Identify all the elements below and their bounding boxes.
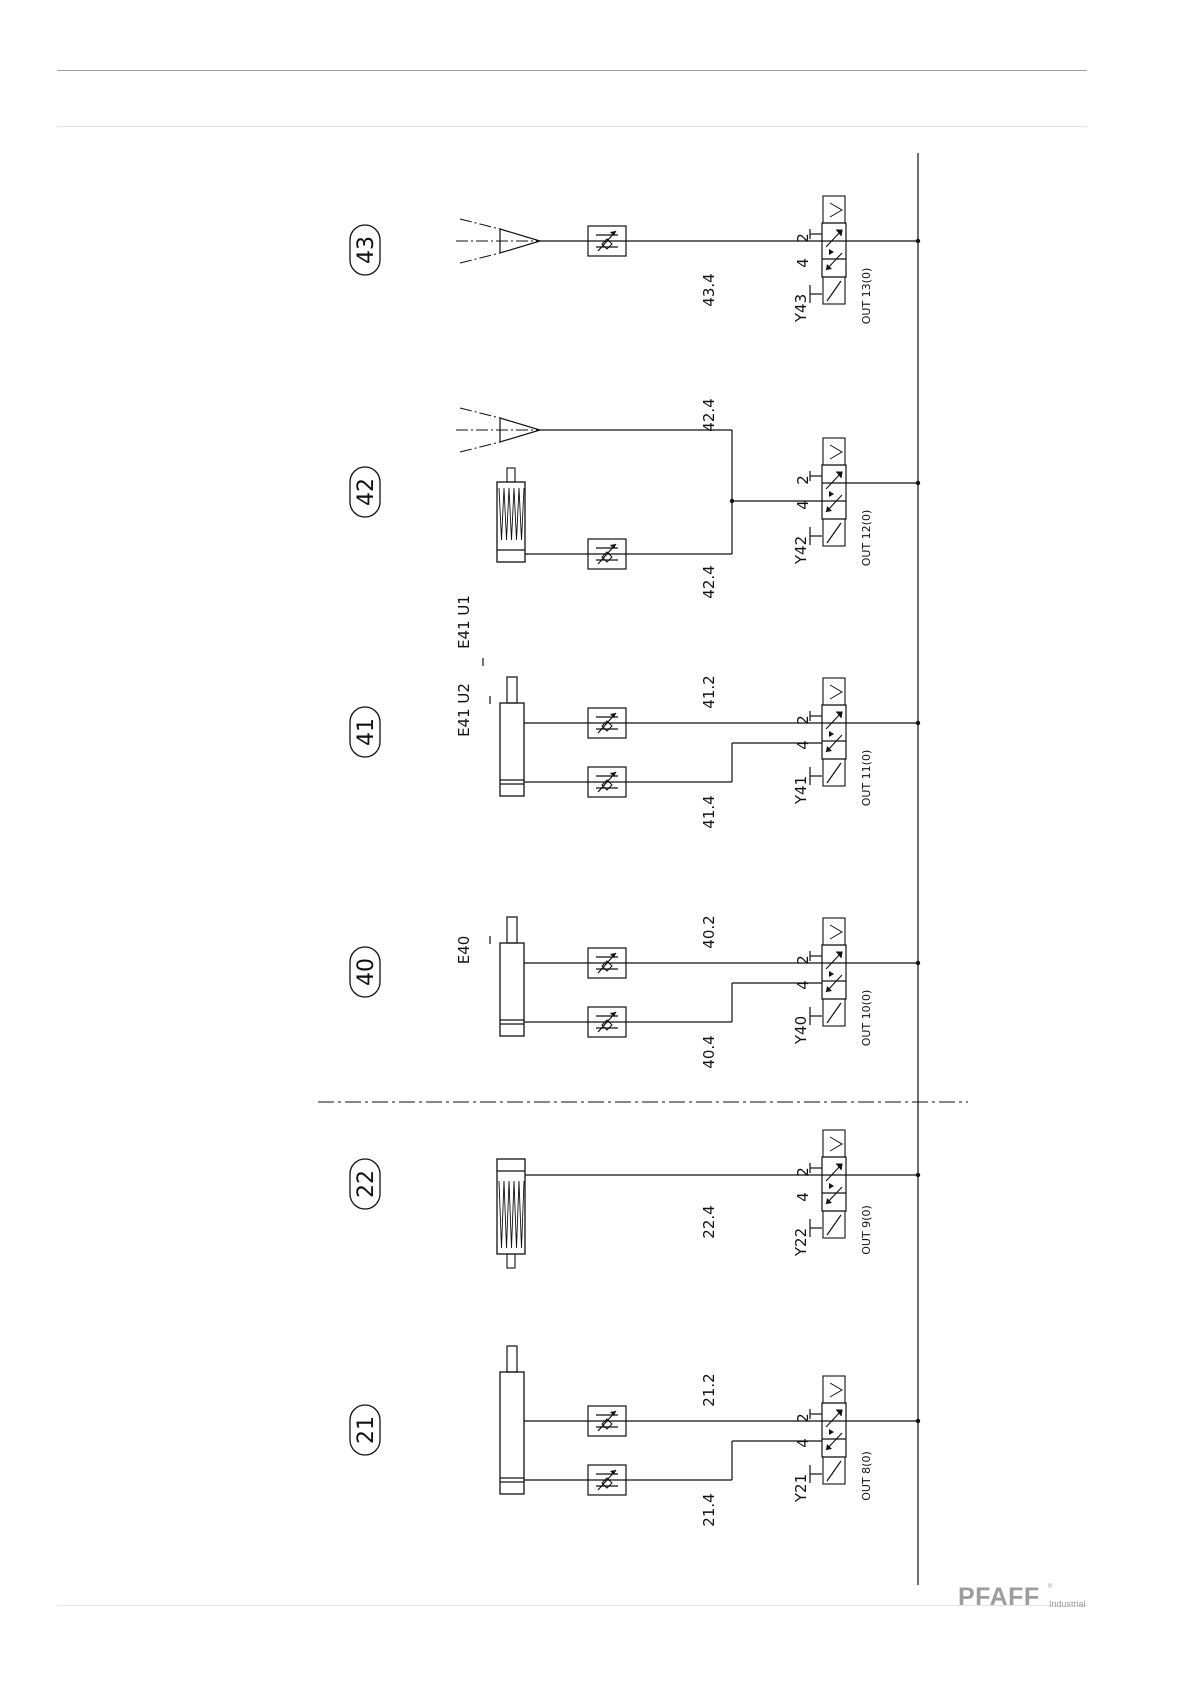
line-label-b: 22.4 [700,1205,718,1238]
port-label-4: 4 [794,980,812,990]
flow-arrow-head [829,491,834,497]
flow-arrow-head [829,249,834,255]
solenoid-slash [827,1215,841,1235]
port-label-2: 2 [794,475,812,485]
cylinder-body [500,703,524,796]
nozzle-spray [460,408,500,418]
circuit-22: 2224Y22OUT 9(0)22.4 [350,1130,920,1268]
port-label-4: 4 [794,500,812,510]
logo-brand-text: PFAFF [958,1583,1040,1612]
line-label-b: 42.4 [700,565,718,598]
output-label: OUT 8(0) [860,1451,873,1501]
port-label-4: 4 [794,258,812,268]
solenoid-slash [827,523,841,543]
line-label-a: 42.4 [700,398,718,431]
output-label: OUT 9(0) [860,1205,873,1255]
valve-label: Y22 [792,1228,810,1257]
valve-label: Y21 [792,1474,810,1503]
supply-junction-dot [916,481,920,485]
circuit-number-label: 42 [354,478,379,506]
supply-junction-dot [916,1419,920,1423]
port-label-4: 4 [794,1438,812,1448]
supply-junction-dot [916,1173,920,1177]
valve-label: Y42 [792,536,810,565]
line-label-a: 41.2 [700,675,718,708]
spring-symbol [830,203,842,217]
valve-body [822,1403,846,1457]
line-label-a: 40.2 [700,915,718,948]
cylinder-body [500,1372,524,1494]
spring-coil [499,488,524,540]
circuit-number-label: 43 [354,236,379,264]
junction-dot [730,499,734,503]
valve-body [822,1157,846,1211]
output-label: OUT 10(0) [860,990,873,1047]
valve-body [822,945,846,999]
valve-body [822,223,846,277]
supply-junction-dot [916,961,920,965]
port-label-4: 4 [794,740,812,750]
spring-symbol [830,1137,842,1151]
spring-symbol [830,925,842,939]
supply-junction-dot [916,721,920,725]
output-label: OUT 13(0) [860,268,873,325]
line-label-b: 43.4 [700,273,718,306]
valve-body [822,705,846,759]
output-label: OUT 12(0) [860,510,873,567]
circuit-number-label: 40 [354,958,379,986]
cylinder-rod [507,677,517,703]
circuit-21: 2124Y21OUT 8(0)21.221.4 [350,1346,920,1527]
valve-label: Y41 [792,776,810,805]
supply-junction-dot [916,239,920,243]
solenoid-slash [827,1461,841,1481]
solenoid-slash [827,281,841,301]
spring-symbol [830,1383,842,1397]
port-label-4: 4 [794,1192,812,1202]
line-label-b: 40.4 [700,1035,718,1068]
sensor-label: E41 U2 [455,683,473,737]
logo-registered-mark: ® [1048,1584,1052,1590]
sensor-label: E40 [455,936,473,965]
spring-symbol [830,685,842,699]
logo-subtitle: Industrial [1049,1599,1086,1609]
spring-symbol [830,445,842,459]
spring-cylinder-rod [507,1254,515,1268]
circuit-number-label: 41 [354,718,379,746]
spring-cylinder-rod [507,468,515,482]
line-label-b: 21.4 [700,1493,718,1526]
flow-arrow-head [829,1183,834,1189]
nozzle-spray [460,442,500,452]
flow-arrow-head [829,1429,834,1435]
solenoid-slash [827,1003,841,1023]
nozzle-spray [460,219,500,229]
cylinder-rod [507,1346,517,1372]
flow-arrow-head [829,971,834,977]
circuit-number-label: 21 [354,1416,379,1444]
cylinder-body [500,943,524,1036]
valve-label: Y43 [792,294,810,323]
output-label: OUT 11(0) [860,750,873,807]
line-label-b: 41.4 [700,795,718,828]
nozzle-spray [460,253,500,263]
cylinder-rod [507,917,517,943]
solenoid-slash [827,763,841,783]
valve-label: Y40 [792,1016,810,1045]
sensor-label: E41 U1 [455,595,473,649]
spring-coil [499,1181,524,1248]
line-label-a: 21.2 [700,1373,718,1406]
circuit-number-label: 22 [354,1170,379,1198]
flow-arrow-head [829,731,834,737]
valve-body [822,465,846,519]
pfaff-logo: PFAFF ® Industrial [958,1583,1090,1623]
